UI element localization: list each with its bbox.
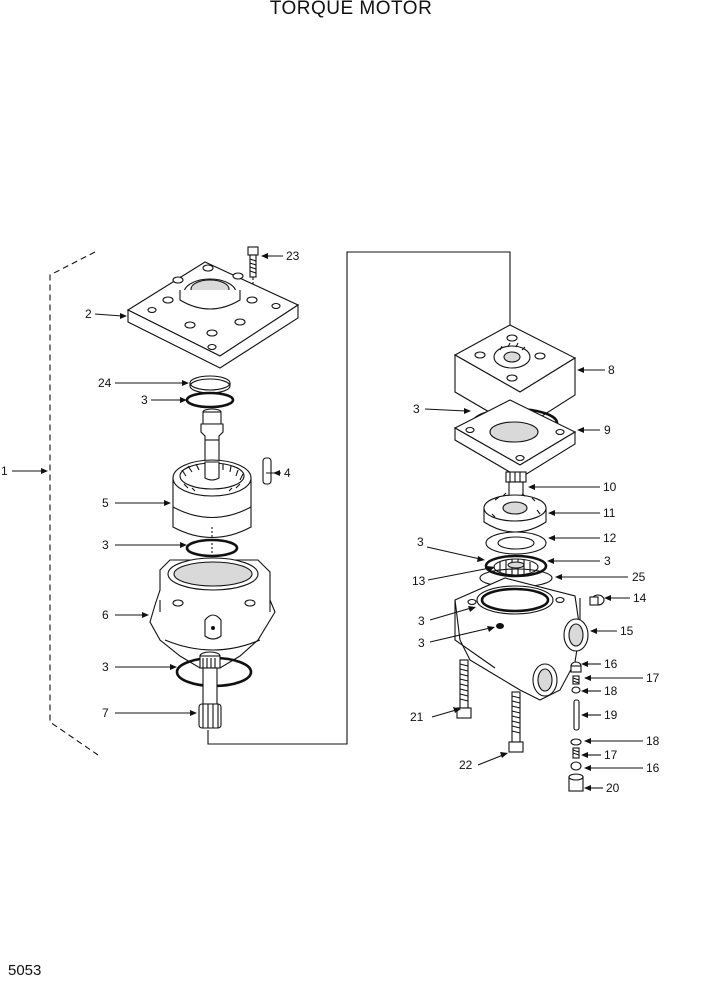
part-3-oring-e: [484, 554, 548, 578]
callout-label: 8: [608, 363, 615, 377]
callout-label: 22: [459, 758, 473, 772]
callout-label: 21: [410, 710, 424, 724]
part-12-washer: [485, 531, 547, 555]
callout-label: 7: [102, 706, 109, 720]
callout-label: 1: [1, 464, 8, 478]
callout-label: 6: [102, 608, 109, 622]
callout-label: 24: [98, 376, 112, 390]
valve-stack: [568, 661, 584, 792]
callout-label: 25: [632, 570, 646, 584]
callout-label: 3: [418, 614, 425, 628]
callout-label: 3: [102, 660, 109, 674]
callout-label: 3: [417, 535, 424, 549]
callout-label: 5: [102, 496, 109, 510]
part-6-housing: [149, 557, 276, 669]
assembly-bracket: [49, 251, 99, 756]
part-3-oring-b: [185, 538, 239, 558]
page-number: 5053: [8, 962, 42, 979]
callout-label: 3: [413, 402, 420, 416]
part-4-key: [262, 457, 272, 485]
callout-label: 17: [646, 671, 660, 685]
callout-label: 3: [102, 538, 109, 552]
page-title: TORQUE MOTOR: [269, 0, 433, 19]
callout-label: 20: [606, 781, 620, 795]
part-8-end-cap: [453, 324, 577, 431]
leader-arrows: [12, 253, 643, 791]
part-15-housing: [454, 577, 589, 701]
callout-label: 9: [604, 423, 611, 437]
callout-labels: 1 2 23 24 3 3 4 5 3 6 3 7 8 3 9 10 11 12…: [1, 249, 660, 795]
part-3-oring-a: [185, 391, 235, 409]
part-7-output-shaft: [198, 651, 222, 729]
callout-label: 14: [633, 591, 647, 605]
shaft: [200, 408, 224, 463]
part-9-plate: [453, 399, 577, 479]
callout-label: 4: [284, 466, 291, 480]
part-22-bolt: [508, 691, 524, 753]
callout-label: 15: [620, 624, 634, 638]
callout-label: 10: [603, 480, 617, 494]
part-21-bolt: [456, 659, 472, 719]
callout-label: 18: [646, 734, 660, 748]
callout-label: 12: [603, 531, 617, 545]
callout-label: 3: [418, 636, 425, 650]
part-5-rotor: [172, 459, 252, 560]
callout-label: 16: [604, 657, 618, 671]
callout-label: 18: [604, 684, 618, 698]
part-2-flange: [126, 261, 300, 369]
connection-line: [207, 251, 511, 745]
callout-label: 13: [412, 574, 426, 588]
callout-label: 3: [604, 554, 611, 568]
callout-label: 11: [603, 506, 616, 520]
callout-label: 19: [604, 708, 618, 722]
part-24-ring: [189, 375, 231, 394]
part-13-bearing: [493, 558, 539, 576]
callout-label: 16: [646, 761, 660, 775]
part-14-plug: [589, 594, 605, 606]
callout-label: 2: [85, 307, 92, 321]
callout-label: 3: [141, 393, 148, 407]
part-11-gerotor: [483, 492, 547, 533]
callout-label: 23: [286, 249, 300, 263]
callout-label: 17: [604, 748, 618, 762]
